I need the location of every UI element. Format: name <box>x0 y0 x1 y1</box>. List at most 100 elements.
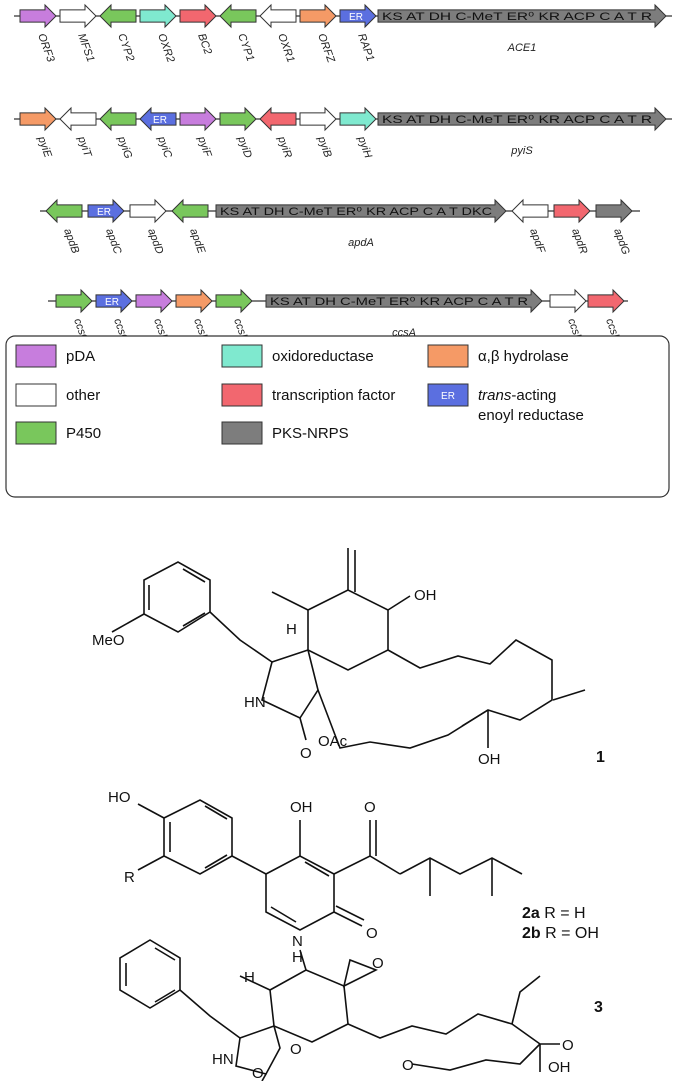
c1-oh-label: OH <box>414 587 437 604</box>
c3-o-label: O <box>290 1041 302 1058</box>
compound-3-labels: H HN O O O O OH O 3 <box>212 955 603 1081</box>
gene-MFS1: MFS1 <box>59 3 97 64</box>
compound-2a-number: 2a <box>522 905 540 922</box>
gene-OXR2: OXR2 <box>139 3 177 64</box>
c3-oh-label: OH <box>548 1059 571 1076</box>
gene-label: pyiH <box>355 134 374 160</box>
pks-domains: KS AT DH C-MeT ER⁰ KR ACP C A T DKC <box>220 206 492 218</box>
gene-label: ORFZ <box>315 32 337 65</box>
gene-label: BC2 <box>195 32 214 56</box>
gene-label: apdB <box>61 227 81 255</box>
gene-label: apdF <box>527 227 547 256</box>
gene-arrow <box>511 198 549 224</box>
legend-label-line2: enoyl reductase <box>478 407 584 424</box>
legend-label: oxidoreductase <box>272 348 374 365</box>
gene-arrow <box>59 106 97 132</box>
gene-arrow <box>339 106 377 132</box>
er-box-text: ER <box>97 207 111 218</box>
gene-label: CYP2 <box>115 32 136 63</box>
legend-swatch <box>221 421 263 445</box>
gene-arrow <box>135 288 173 314</box>
pks-arrow <box>215 198 507 224</box>
gene-arrow <box>219 106 257 132</box>
gene-label: OXR1 <box>275 32 297 64</box>
legend-label: trans-acting <box>478 387 556 404</box>
gene-arrow <box>139 106 177 132</box>
c1-o-label: O <box>300 745 312 762</box>
pks-name: pyiS <box>510 145 533 157</box>
gene-arrow <box>339 3 377 29</box>
legend-item-hydrolase: α,β hydrolase <box>427 344 569 368</box>
gene-apdD: apdD <box>129 198 167 256</box>
gene-label: ORF3 <box>35 32 57 65</box>
gene-arrow <box>129 198 167 224</box>
legend-item-oxidoreductase: oxidoreductase <box>221 344 374 368</box>
gene-arrow <box>171 198 209 224</box>
gene-arrow <box>99 106 137 132</box>
gene-OXR1: OXR1 <box>259 3 297 64</box>
legend-item-P450: P450 <box>15 421 101 445</box>
c2-oh-label: OH <box>290 799 313 816</box>
legend-swatch <box>427 383 469 407</box>
gene-pyiG: pyiG <box>99 106 137 161</box>
c3-o2-label: O <box>402 1057 414 1074</box>
gene-arrow <box>55 288 93 314</box>
pks-domains: KS AT DH C-MeT ER⁰ KR ACP C A T R <box>382 11 652 23</box>
gene-label: pyiG <box>115 134 135 161</box>
gene-arrow <box>59 3 97 29</box>
gene-arrow <box>259 106 297 132</box>
c2-o-label: O <box>364 799 376 816</box>
legend-label-rest: -acting <box>511 387 556 404</box>
c2-ho-label: HO <box>108 789 131 806</box>
c3-hn-label: HN <box>212 1051 234 1068</box>
c1-hn-label: HN <box>244 694 266 711</box>
gene-apdF: apdF <box>511 198 549 256</box>
c3-ketone-o-label: O <box>562 1037 574 1054</box>
gene-label: OXR2 <box>155 32 177 64</box>
gene-label: apdG <box>611 227 632 257</box>
gene-arrow <box>95 288 133 314</box>
legend-label-italic: trans <box>478 387 512 404</box>
gene-arrow <box>215 288 253 314</box>
compound-1-structure <box>111 548 586 749</box>
gene-pyiT: pyiT <box>59 106 97 160</box>
compound-2a-line: 2a R = H <box>522 905 586 922</box>
c2-r-label: R <box>124 869 135 886</box>
gene-apdB: apdB <box>45 198 83 255</box>
gene-arrow <box>179 3 217 29</box>
gene-arrow <box>179 106 217 132</box>
c1-h-label: H <box>286 621 297 638</box>
gene-arrow <box>99 3 137 29</box>
gene-arrow <box>139 3 177 29</box>
gene-pyiE: pyiE <box>19 106 57 160</box>
pks-arrow <box>377 106 667 132</box>
c1-oh2-label: OH <box>478 751 501 768</box>
gene-arrow <box>19 106 57 132</box>
legend-label: PKS-NRPS <box>272 425 349 442</box>
c2-n-label: N <box>292 933 303 950</box>
gene-CYP2: CYP2 <box>99 3 137 63</box>
gene-BC2: BC2 <box>179 3 217 56</box>
gene-label: pyiR <box>275 134 294 160</box>
legend-swatch <box>221 344 263 368</box>
gene-pyiF: pyiF <box>179 106 217 160</box>
gene-pyiR: pyiR <box>259 106 297 160</box>
c3-h-label: H <box>244 969 255 986</box>
er-box-text: ER <box>105 297 119 308</box>
gene-label: pyiF <box>195 134 214 160</box>
compound-1-number: 1 <box>596 749 605 766</box>
c2-h-label: H <box>292 949 303 966</box>
gene-label: pyiC <box>155 134 174 160</box>
legend-swatch <box>15 383 57 407</box>
gene-apdR: apdR <box>553 198 591 256</box>
compound-2b-number: 2b <box>522 925 541 942</box>
gene-arrow <box>175 288 213 314</box>
